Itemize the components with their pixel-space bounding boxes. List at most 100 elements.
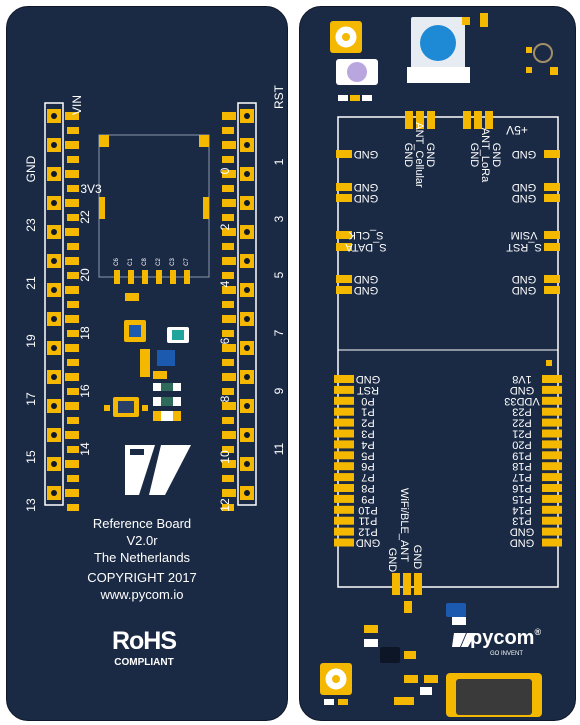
right-pin-label: 1 bbox=[272, 158, 286, 165]
smd-pad bbox=[104, 405, 110, 411]
left-smd-pad bbox=[65, 170, 79, 178]
right-pin-label: 6 bbox=[218, 337, 232, 344]
left-smd-pad bbox=[67, 127, 79, 134]
cellular-connector-label: GND bbox=[424, 143, 436, 168]
board-copyright: COPYRIGHT 2017 bbox=[87, 570, 197, 585]
left-smd-pad bbox=[67, 417, 79, 424]
wifi-connector-label: GND bbox=[411, 545, 423, 570]
modem-left-pad bbox=[336, 243, 352, 251]
chip-component bbox=[157, 350, 175, 366]
modem-right-pad-label: VSIM bbox=[511, 229, 538, 241]
module-side-pad bbox=[99, 197, 105, 219]
left-smd-pad bbox=[67, 272, 79, 279]
module-bottom-pad bbox=[170, 270, 176, 284]
smd-pad bbox=[153, 371, 167, 379]
right-header-label: P16 bbox=[512, 482, 532, 494]
right-header-hole bbox=[244, 403, 250, 409]
right-smd-pad bbox=[222, 489, 236, 497]
right-header-hole bbox=[244, 432, 250, 438]
left-header-label: P2 bbox=[361, 417, 374, 429]
left-header-label: P7 bbox=[361, 471, 374, 483]
board-version: V2.0r bbox=[126, 533, 158, 548]
smd-pad bbox=[526, 67, 532, 73]
right-pin-label: 12 bbox=[218, 498, 232, 512]
right-header-hole bbox=[244, 229, 250, 235]
left-pin-label: 18 bbox=[78, 326, 92, 340]
right-smd-pad bbox=[222, 257, 236, 265]
smd-component bbox=[338, 95, 348, 101]
left-pin-label: 17 bbox=[24, 392, 38, 406]
left-header-hole bbox=[51, 200, 57, 206]
modem-right-pad bbox=[544, 243, 560, 251]
right-header-row-pad bbox=[542, 407, 562, 416]
left-header-label: P11 bbox=[359, 515, 378, 527]
left-smd-pad bbox=[65, 199, 79, 207]
plus5v-label: +5V bbox=[506, 123, 528, 137]
modem-left-pad bbox=[336, 150, 352, 158]
right-header-label: 1V8 bbox=[512, 373, 532, 385]
left-smd-pad bbox=[67, 156, 79, 163]
right-header-label: GND bbox=[510, 526, 535, 538]
resistor-body bbox=[161, 411, 173, 421]
left-smd-pad bbox=[65, 344, 79, 352]
left-header-row-pad bbox=[334, 527, 354, 536]
right-header-label: P23 bbox=[512, 406, 532, 418]
right-pin-label: 10 bbox=[218, 450, 232, 464]
pycom-name: pycom bbox=[470, 627, 535, 649]
left-smd-pad bbox=[67, 330, 79, 337]
right-pin-label: 7 bbox=[272, 329, 286, 336]
left-pin-label: 20 bbox=[78, 268, 92, 282]
diode-body bbox=[161, 383, 173, 391]
left-header-label: P8 bbox=[361, 482, 374, 494]
right-smd-pad bbox=[222, 301, 234, 308]
right-header-hole bbox=[244, 171, 250, 177]
left-header-hole bbox=[51, 316, 57, 322]
left-header-row-pad bbox=[334, 375, 354, 383]
smd-component bbox=[404, 675, 418, 683]
resistor-component bbox=[140, 349, 150, 377]
bottom-connector-pad bbox=[392, 573, 400, 595]
rgb-led-base bbox=[407, 67, 470, 83]
modem-right-pad bbox=[544, 150, 560, 158]
smd-component bbox=[394, 697, 414, 705]
left-smd-pad bbox=[67, 243, 79, 250]
capacitor-body bbox=[172, 330, 184, 340]
left-smd-pad bbox=[65, 460, 79, 468]
right-header-row-pad bbox=[542, 375, 562, 383]
smd-pad bbox=[526, 47, 532, 53]
left-pin-label: 13 bbox=[24, 498, 38, 512]
pycom-tagline: GO INVENT bbox=[490, 651, 524, 657]
right-header-hole bbox=[244, 142, 250, 148]
right-header-label: GND bbox=[510, 384, 535, 396]
modem-left-pad bbox=[336, 275, 352, 283]
modem-right-pad-label: GND bbox=[512, 148, 537, 160]
modem-right-pad bbox=[544, 231, 560, 239]
left-pin-label: 21 bbox=[24, 276, 38, 290]
right-pin-label: 9 bbox=[272, 387, 286, 394]
right-smd-pad bbox=[222, 170, 236, 178]
right-smd-pad bbox=[222, 141, 236, 149]
left-header-label: GND bbox=[356, 537, 381, 549]
left-header-row-pad bbox=[334, 494, 354, 503]
module-bottom-pad bbox=[114, 270, 120, 284]
connector-pad bbox=[416, 111, 424, 129]
right-header-outline bbox=[237, 102, 257, 506]
module-corner-pad bbox=[199, 135, 209, 147]
smd-pad bbox=[546, 360, 552, 366]
right-smd-pad bbox=[222, 402, 236, 410]
pycom-logo-mark bbox=[461, 633, 476, 647]
board-title: Reference Board bbox=[92, 516, 192, 531]
connector-pad bbox=[405, 111, 413, 129]
board-origin: The Netherlands bbox=[93, 550, 191, 565]
right-pin-label: 8 bbox=[218, 395, 232, 402]
logo-mark bbox=[125, 445, 155, 495]
module-pin-label: C6 bbox=[114, 258, 120, 266]
left-smd-pad bbox=[65, 373, 79, 381]
modem-left-pad-label: GND bbox=[354, 181, 379, 193]
right-header-row-pad bbox=[542, 473, 562, 482]
right-smd-pad bbox=[222, 185, 234, 192]
modem-left-pad-label: GND bbox=[354, 284, 379, 296]
module-pin-label: C3 bbox=[170, 258, 176, 266]
module-outline bbox=[98, 134, 210, 278]
